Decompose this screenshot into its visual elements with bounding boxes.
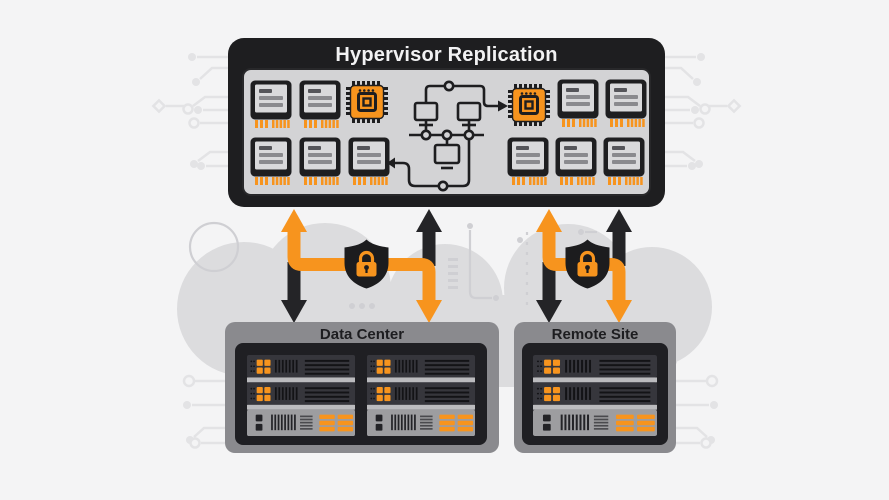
memory-module-icon [348,137,390,185]
shield-lock-icon [564,238,611,289]
arrow-orange [287,229,436,303]
memory-module-icon [299,137,341,185]
memory-module-icon [603,137,645,185]
memory-module-icon [507,137,549,185]
hypervisor-box: Hypervisor Replication [228,38,665,207]
remote-site-box: Remote Site [514,322,676,453]
memory-module-icon [555,137,597,185]
memory-module-icon [250,80,292,128]
cpu-chip-icon [346,81,388,123]
remote-site-title: Remote Site [551,326,639,343]
server-stack-icon [367,355,475,438]
hypervisor-title: Hypervisor Replication [335,44,558,66]
remote-site-racks [522,343,668,445]
server-stack-icon [533,355,657,438]
link-remote-site [536,209,632,323]
shield-lock-icon [343,238,390,289]
memory-module-icon [299,80,341,128]
memory-module-icon [250,137,292,185]
data-center-title: Data Center [319,326,405,343]
data-center-box: Data Center [225,322,499,453]
replication-flowchart-icon [387,80,508,192]
memory-module-icon [557,79,599,127]
hypervisor-panel [242,68,651,196]
data-center-racks [235,343,487,445]
cpu-chip-icon [508,84,550,126]
server-stack-icon [247,355,355,438]
memory-module-icon [605,79,647,127]
link-data-center [281,209,442,323]
arrow-orange [542,229,626,303]
